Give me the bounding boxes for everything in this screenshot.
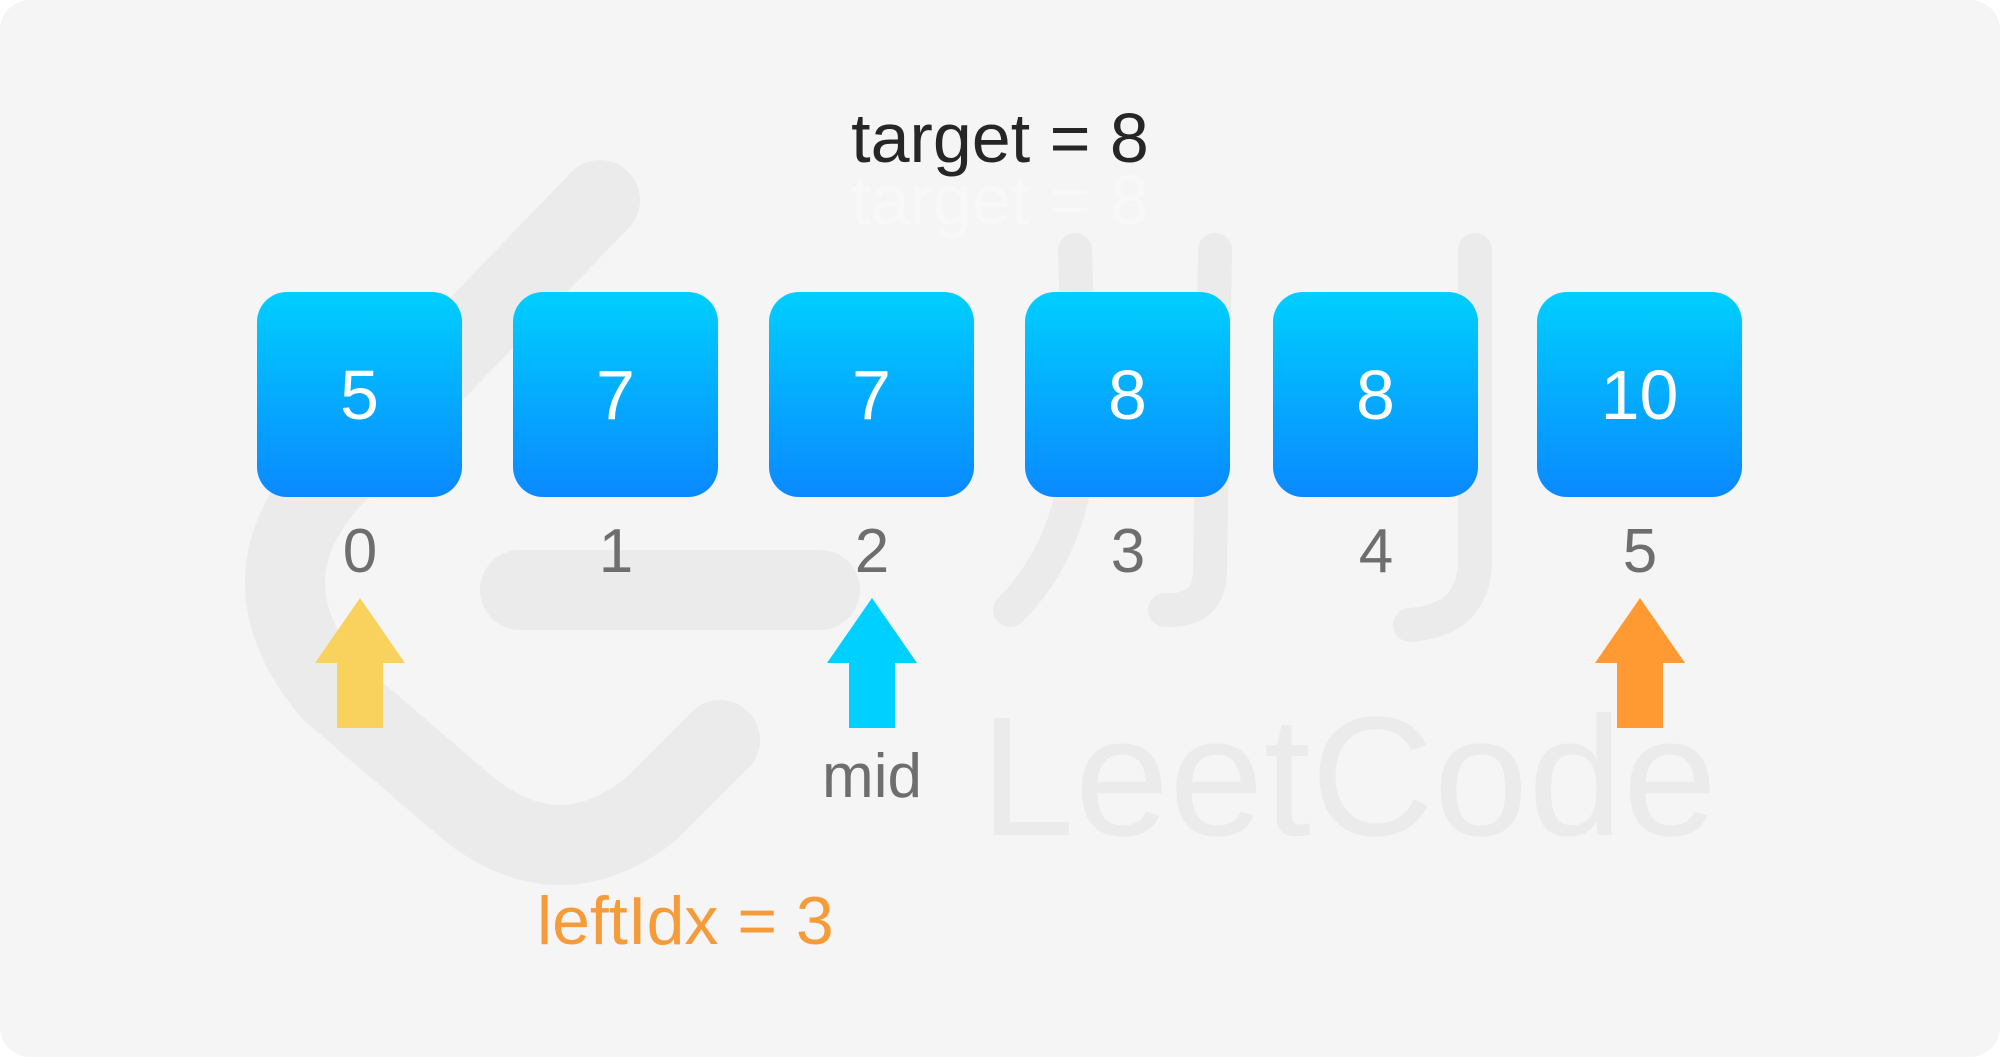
right-pointer-arrow-icon [1595, 598, 1685, 728]
result-label: leftIdx = 3 [537, 883, 834, 959]
array-index: 3 [1110, 517, 1146, 586]
mid-pointer-label: mid [822, 742, 922, 811]
mid-pointer-arrow-shape [827, 598, 917, 728]
array-index: 5 [1622, 517, 1658, 586]
array-cell: 8 [1025, 292, 1230, 497]
array-cell: 7 [513, 292, 718, 497]
left-pointer-arrow-shape [315, 598, 405, 728]
array-cell: 10 [1537, 292, 1742, 497]
target-label-shadow: target = 8 [851, 161, 1149, 239]
right-pointer-arrow-shape [1595, 598, 1685, 728]
mid-pointer-arrow-icon [827, 598, 917, 728]
left-pointer-arrow-icon [315, 598, 405, 728]
array-index: 0 [342, 517, 378, 586]
array-index: 1 [598, 517, 634, 586]
array-cell: 7 [769, 292, 974, 497]
watermark-text: LeetCode [980, 682, 1717, 872]
array-cell: 5 [257, 292, 462, 497]
array-index: 2 [854, 517, 890, 586]
array-index: 4 [1358, 517, 1394, 586]
array-cell: 8 [1273, 292, 1478, 497]
target-label: target = 8 [851, 99, 1149, 177]
